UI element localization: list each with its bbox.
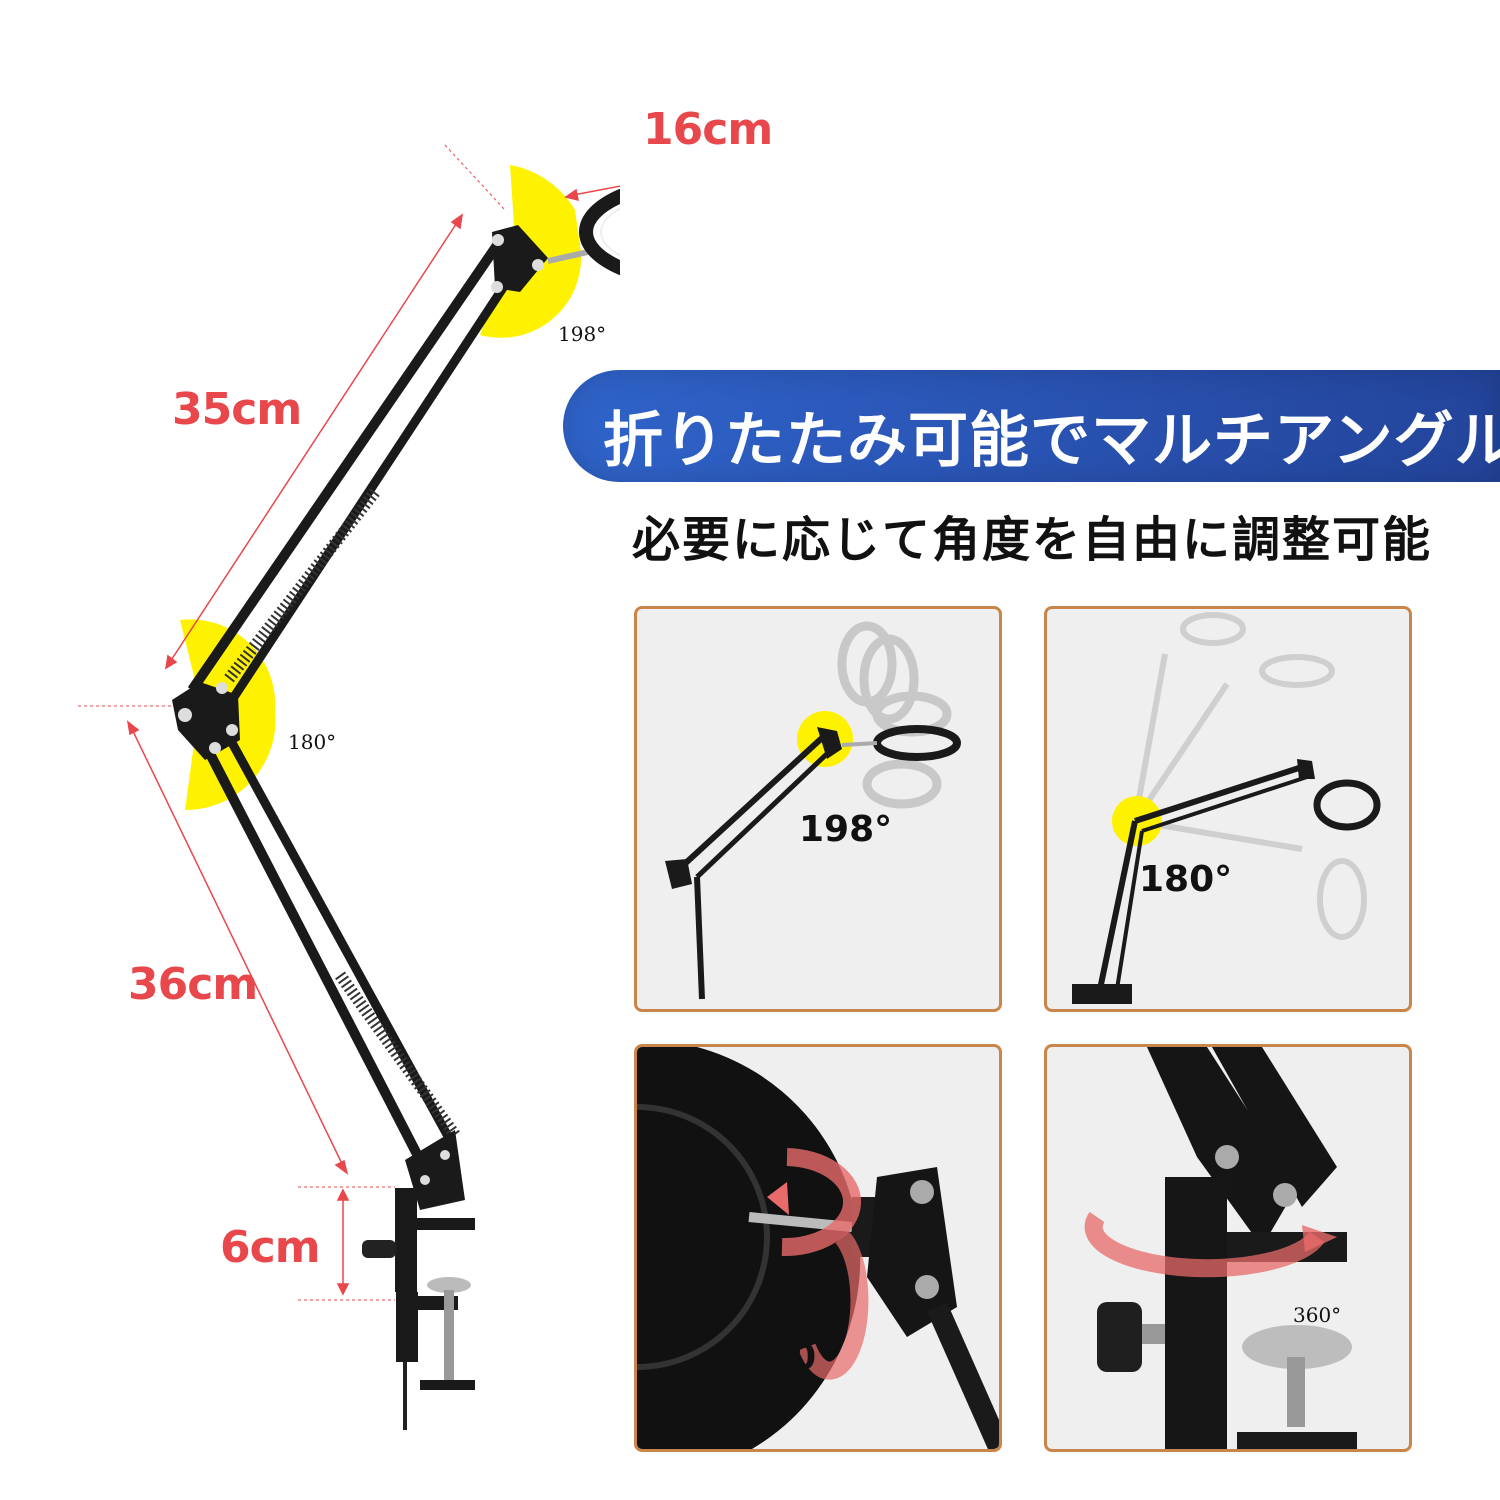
base-clamp	[362, 1130, 475, 1430]
ghost-rings	[837, 621, 952, 809]
ring-swivel-illustration	[637, 1047, 999, 1449]
feature-subtitle: 必要に応じて角度を自由に調整可能	[632, 512, 1433, 568]
panel-ring-swivel: 360°	[634, 1044, 1002, 1452]
upper-arm	[187, 235, 524, 703]
ring-edge	[637, 1047, 861, 1449]
panel-head-rotation: 198°	[634, 606, 1002, 1012]
elbow-angle-label: 180°	[288, 730, 337, 754]
elbow-bracket	[172, 682, 240, 760]
base-swivel-illustration	[1084, 1047, 1357, 1449]
panel-label-180: 180°	[1139, 859, 1233, 900]
upper-arm-length-label: 35cm	[172, 384, 302, 435]
dimension-arrows	[126, 185, 620, 1296]
lamp-illustration	[78, 144, 620, 1430]
panel-label-360-base: 360°	[1293, 1303, 1342, 1327]
panel-elbow-rotation: 180°	[1044, 606, 1412, 1012]
head-angle-label: 198°	[558, 322, 607, 346]
ring-light	[579, 188, 620, 276]
panel-base-swivel: 360°	[1044, 1044, 1412, 1452]
banner-title: 折りたたみ可能でマルチアングル	[603, 406, 1500, 476]
lower-arm-length-label: 36cm	[128, 959, 258, 1010]
feature-banner: 折りたたみ可能でマルチアングル	[563, 370, 1500, 482]
rotate-arrow-icon	[781, 1148, 862, 1257]
panel-label-360-ring: 360°	[741, 1337, 835, 1378]
lower-arm	[185, 712, 460, 1163]
clamp-height-label: 6cm	[220, 1222, 321, 1273]
panel-label-198: 198°	[799, 809, 893, 850]
elbow-rotation-illustration	[1072, 612, 1381, 1004]
ring-width-label: 16cm	[643, 104, 773, 155]
head-bracket	[491, 225, 589, 293]
rotate-arrow-icon	[1084, 1211, 1325, 1278]
head-rotation-illustration	[665, 621, 961, 1000]
